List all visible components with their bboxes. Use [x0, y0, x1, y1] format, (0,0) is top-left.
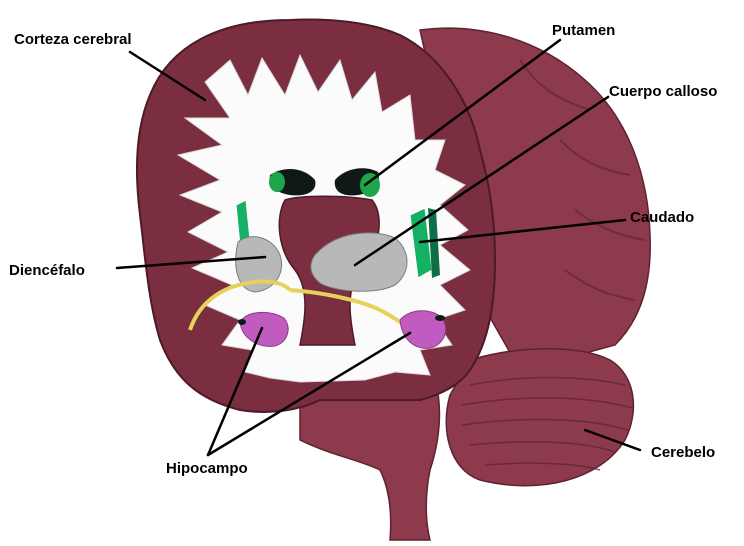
- hippocampus-left-tip: [238, 319, 246, 325]
- label-hipocampo: Hipocampo: [166, 460, 248, 478]
- label-cuerpo-calloso: Cuerpo calloso: [609, 83, 717, 101]
- label-caudado: Caudado: [630, 209, 694, 227]
- label-putamen: Putamen: [552, 22, 615, 40]
- label-diencefalo: Diencéfalo: [9, 262, 85, 280]
- label-cerebelo: Cerebelo: [651, 444, 715, 462]
- hippocampus-right-tip: [435, 315, 445, 321]
- cerebellum: [446, 349, 633, 486]
- putamen-left: [269, 172, 285, 192]
- label-corteza-cerebral: Corteza cerebral: [14, 31, 132, 49]
